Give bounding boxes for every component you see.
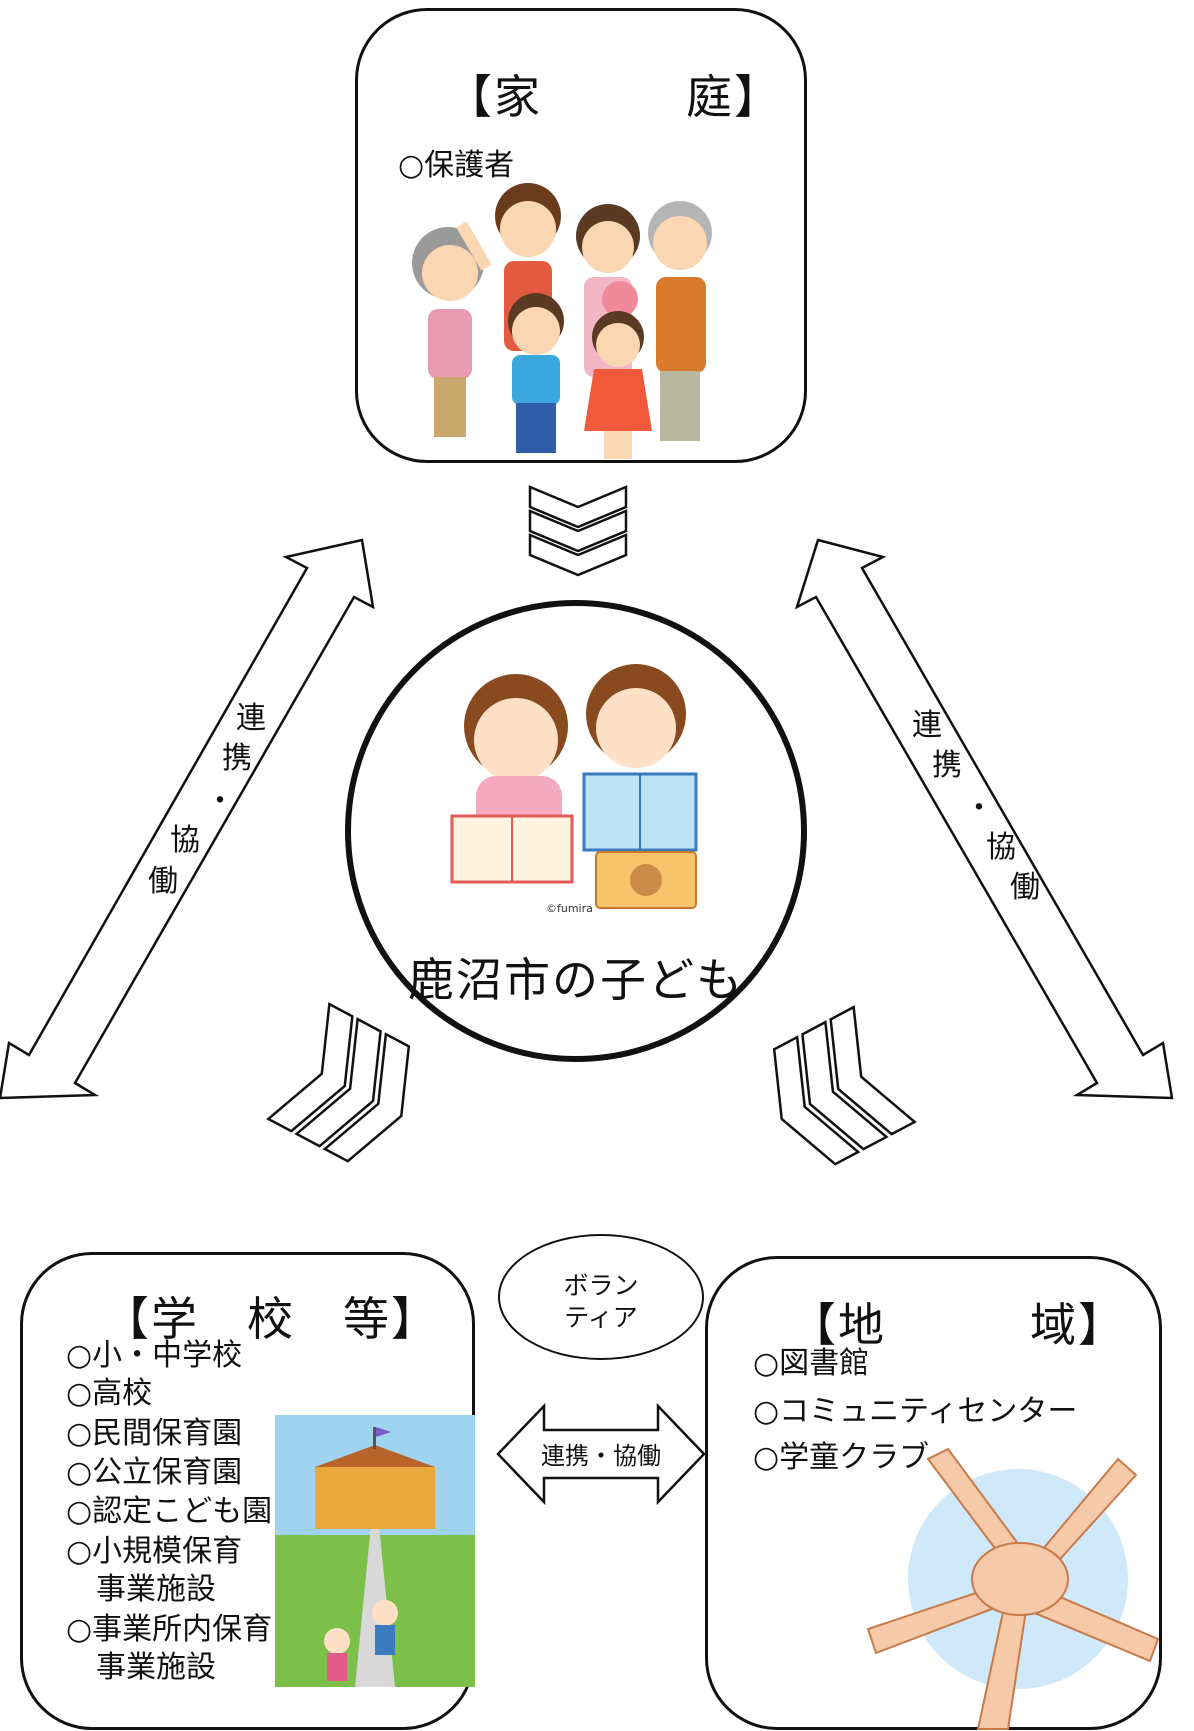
bottom-link-arrow [496, 1402, 706, 1506]
children-reading-illustration: ©fumira [450, 664, 698, 915]
community-item: ○図書館 [753, 1346, 870, 1381]
left-link-char: ・ [205, 784, 235, 819]
volunteer-label-line1: ボラン [563, 1271, 639, 1300]
school-item: 事業施設 [66, 1572, 216, 1607]
family-box: 【家 庭】 ○保護者 [355, 8, 807, 463]
school-to-child-chevrons [266, 1002, 411, 1163]
school-item: ○事業所内保育 [66, 1612, 273, 1647]
community-item: ○学童クラブ [753, 1440, 930, 1475]
community-box: 【地 域】 ○図書館 ○コミュニティセンター ○学童クラブ [705, 1256, 1162, 1730]
bottom-link-label: 連携・協働 [541, 1442, 661, 1470]
illustration-credit: ©fumira [546, 902, 593, 915]
left-link-char: 働 [148, 864, 178, 899]
school-title: 【学 校 等】 [103, 1292, 439, 1346]
community-title: 【地 域】 [790, 1298, 1126, 1352]
right-link-char: 働 [1010, 870, 1040, 905]
school-item: ○小規模保育 [66, 1534, 243, 1569]
school-item: ○高校 [66, 1376, 153, 1411]
right-link-char: 携 [932, 748, 962, 783]
right-link-char: 協 [986, 830, 1016, 865]
community-item: ○コミュニティセンター [753, 1394, 1078, 1429]
community-to-child-chevrons [772, 1005, 917, 1166]
center-child-circle: ©fumira 鹿沼市の子ども [345, 600, 807, 1062]
left-link-char: 携 [222, 741, 252, 776]
school-item: ○公立保育園 [66, 1455, 243, 1490]
school-item: 事業施設 [66, 1650, 216, 1685]
family-item-guardian: ○保護者 [398, 148, 515, 183]
school-item: ○小・中学校 [66, 1338, 243, 1373]
school-item: ○民間保育園 [66, 1416, 243, 1451]
center-label: 鹿沼市の子ども [408, 953, 744, 1007]
left-link-char: 連 [236, 701, 266, 736]
right-link-char: ・ [964, 791, 994, 826]
family-to-child-chevrons [528, 485, 628, 577]
left-link-char: 協 [170, 823, 200, 858]
school-item: ○認定こども園 [66, 1494, 273, 1529]
family-title: 【家 庭】 [446, 70, 782, 124]
volunteer-ellipse: ボラン ティア [498, 1234, 704, 1360]
joined-hands-illustration [866, 1447, 1160, 1730]
volunteer-label-line2: ティア [564, 1303, 638, 1332]
right-link-char: 連 [912, 708, 942, 743]
school-illustration [275, 1415, 475, 1687]
school-box: 【学 校 等】 ○小・中学校 ○高校 ○民間保育園 ○公立保育園 ○認定こども園… [20, 1252, 475, 1730]
family-illustration [412, 183, 712, 459]
